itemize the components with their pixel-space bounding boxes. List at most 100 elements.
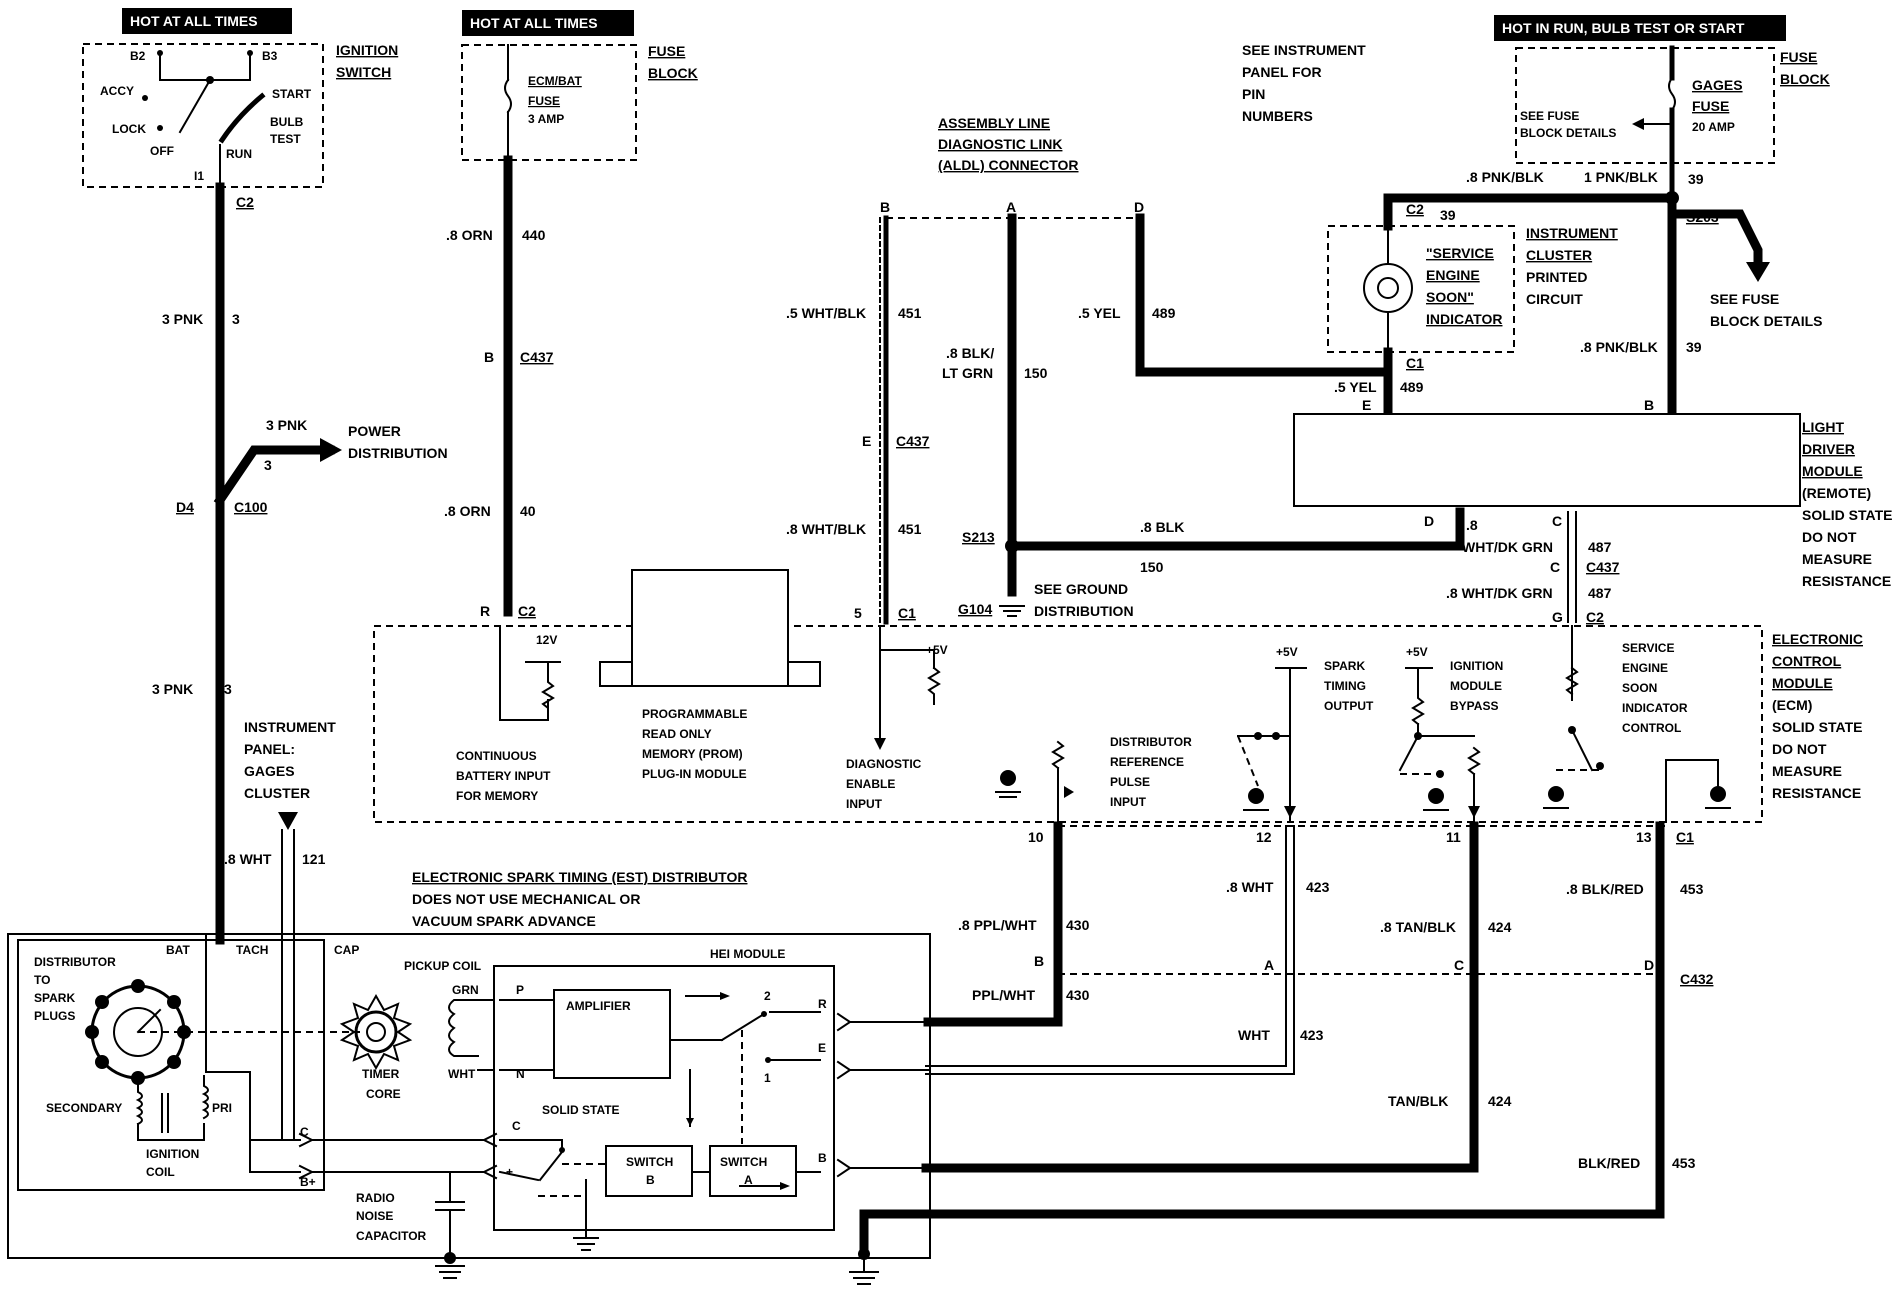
svg-text:MEASURE: MEASURE <box>1772 763 1842 779</box>
svg-text:TO: TO <box>34 973 50 987</box>
svg-text:489: 489 <box>1152 305 1176 321</box>
svg-text:N: N <box>516 1067 525 1081</box>
ignition-switch-title: IGNITION <box>336 42 398 58</box>
svg-text:(ALDL) CONNECTOR: (ALDL) CONNECTOR <box>938 157 1079 173</box>
wire-3-pnk: 3 PNK 3 3 PNK 3 POWER DISTRIBUTION D4 C1… <box>152 182 448 937</box>
wire-pnk-blk-39: .8 PNK/BLK 1 PNK/BLK 39 39 S203 SEE FUSE… <box>1383 169 1823 415</box>
svg-text:FUSE: FUSE <box>1692 98 1729 114</box>
svg-text:DISTRIBUTION: DISTRIBUTION <box>1034 603 1134 619</box>
est-distributor: ELECTRONIC SPARK TIMING (EST) DISTRIBUTO… <box>7 869 931 1285</box>
svg-text:OUTPUT: OUTPUT <box>1324 699 1374 713</box>
svg-text:SPARK: SPARK <box>34 991 75 1005</box>
svg-text:WHT: WHT <box>448 1067 476 1081</box>
svg-text:.5 YEL: .5 YEL <box>1334 379 1377 395</box>
svg-text:C2: C2 <box>518 603 536 619</box>
svg-text:ELECTRONIC SPARK TIMING (EST): ELECTRONIC SPARK TIMING (EST) DISTRIBUTO… <box>412 869 747 885</box>
svg-text:D: D <box>1134 199 1144 215</box>
svg-text:PICKUP COIL: PICKUP COIL <box>404 959 481 973</box>
svg-text:430: 430 <box>1066 917 1090 933</box>
svg-text:430: 430 <box>1066 987 1090 1003</box>
svg-text:BLOCK DETAILS: BLOCK DETAILS <box>1520 126 1616 140</box>
svg-text:NOISE: NOISE <box>356 1209 393 1223</box>
svg-text:I1: I1 <box>194 169 204 183</box>
svg-text:FUSE: FUSE <box>648 43 685 59</box>
svg-text:39: 39 <box>1688 171 1704 187</box>
svg-text:ACCY: ACCY <box>100 84 134 98</box>
svg-text:150: 150 <box>1024 365 1048 381</box>
svg-text:BAT: BAT <box>166 943 190 957</box>
svg-text:2: 2 <box>764 989 771 1003</box>
svg-text:+5V: +5V <box>1406 645 1428 659</box>
svg-text:11: 11 <box>1446 829 1461 845</box>
svg-text:B2: B2 <box>130 49 146 63</box>
svg-text:R: R <box>480 603 490 619</box>
svg-text:D: D <box>1424 513 1434 529</box>
wire-blk-red-453: .8 BLK/RED 453 BLK/RED 453 <box>859 821 1704 1259</box>
svg-text:LOCK: LOCK <box>112 122 146 136</box>
svg-text:.8 PNK/BLK: .8 PNK/BLK <box>1580 339 1658 355</box>
svg-text:.8 PPL/WHT: .8 PPL/WHT <box>958 917 1037 933</box>
svg-text:RESISTANCE: RESISTANCE <box>1772 785 1861 801</box>
svg-text:3 PNK: 3 PNK <box>152 681 193 697</box>
svg-text:PLUG-IN MODULE: PLUG-IN MODULE <box>642 767 747 781</box>
svg-text:C437: C437 <box>1586 559 1620 575</box>
banner-hot-at-all-times-mid: HOT AT ALL TIMES <box>462 10 634 36</box>
svg-text:INPUT: INPUT <box>1110 795 1147 809</box>
svg-text:AMPLIFIER: AMPLIFIER <box>566 999 631 1013</box>
svg-text:20 AMP: 20 AMP <box>1692 120 1735 134</box>
svg-text:INPUT: INPUT <box>846 797 883 811</box>
svg-text:3 PNK: 3 PNK <box>266 417 307 433</box>
svg-text:BLOCK: BLOCK <box>1780 71 1830 87</box>
svg-text:SOON": SOON" <box>1426 289 1474 305</box>
svg-text:DISTRIBUTOR: DISTRIBUTOR <box>34 955 116 969</box>
svg-text:3 PNK: 3 PNK <box>162 311 203 327</box>
svg-text:MEMORY (PROM): MEMORY (PROM) <box>642 747 743 761</box>
svg-text:424: 424 <box>1488 919 1512 935</box>
instrument-panel-gages: INSTRUMENT PANEL: GAGES CLUSTER .8 WHT 1… <box>224 719 336 933</box>
svg-text:40: 40 <box>520 503 536 519</box>
svg-text:START: START <box>272 87 312 101</box>
svg-text:TAN/BLK: TAN/BLK <box>1388 1093 1448 1109</box>
svg-text:B: B <box>1034 953 1044 969</box>
svg-text:INDICATOR: INDICATOR <box>1622 701 1688 715</box>
svg-text:PPL/WHT: PPL/WHT <box>972 987 1035 1003</box>
svg-text:C: C <box>300 1125 309 1139</box>
svg-text:C1: C1 <box>898 605 916 621</box>
svg-text:SWITCH: SWITCH <box>626 1155 673 1169</box>
svg-text:.8 WHT: .8 WHT <box>224 851 272 867</box>
svg-text:TEST: TEST <box>270 132 301 146</box>
svg-text:39: 39 <box>1686 339 1702 355</box>
svg-text:C1: C1 <box>1406 355 1424 371</box>
svg-text:1: 1 <box>764 1071 771 1085</box>
svg-text:SOLID STATE: SOLID STATE <box>1772 719 1862 735</box>
svg-text:DRIVER: DRIVER <box>1802 441 1855 457</box>
svg-text:.8 BLK/RED: .8 BLK/RED <box>1566 881 1644 897</box>
svg-text:487: 487 <box>1588 585 1612 601</box>
wire-ppl-wht-430: .8 PPL/WHT 430 PPL/WHT 430 <box>923 821 1090 1027</box>
svg-text:CONTROL: CONTROL <box>1772 653 1842 669</box>
svg-text:FUSE: FUSE <box>1780 49 1817 65</box>
svg-text:SWITCH: SWITCH <box>336 64 391 80</box>
svg-text:12V: 12V <box>536 633 557 647</box>
svg-text:.8 WHT/DK GRN: .8 WHT/DK GRN <box>1446 585 1553 601</box>
svg-text:5: 5 <box>854 605 862 621</box>
svg-text:FOR MEMORY: FOR MEMORY <box>456 789 538 803</box>
svg-text:C437: C437 <box>520 349 554 365</box>
svg-text:G: G <box>1552 609 1563 625</box>
wire-tan-blk-424: .8 TAN/BLK 424 TAN/BLK 424 <box>921 821 1512 1173</box>
svg-text:(ECM): (ECM) <box>1772 697 1812 713</box>
light-driver-module: E B D C LIGHT DRIVER MODULE (REMOTE) SOL… <box>1293 397 1892 589</box>
svg-text:INDICATOR: INDICATOR <box>1426 311 1502 327</box>
svg-text:.8 BLK: .8 BLK <box>1140 519 1184 535</box>
svg-text:.8 WHT/BLK: .8 WHT/BLK <box>786 521 866 537</box>
svg-text:IGNITION: IGNITION <box>146 1147 199 1161</box>
svg-text:B: B <box>818 1151 827 1165</box>
svg-text:E: E <box>862 433 871 449</box>
aldl-connector: ASSEMBLY LINE DIAGNOSTIC LINK (ALDL) CON… <box>880 115 1144 219</box>
svg-text:SEE INSTRUMENT: SEE INSTRUMENT <box>1242 42 1366 58</box>
svg-text:.8 WHT: .8 WHT <box>1226 879 1274 895</box>
svg-text:GRN: GRN <box>452 983 479 997</box>
svg-text:ENGINE: ENGINE <box>1426 267 1480 283</box>
svg-text:ENGINE: ENGINE <box>1622 661 1668 675</box>
